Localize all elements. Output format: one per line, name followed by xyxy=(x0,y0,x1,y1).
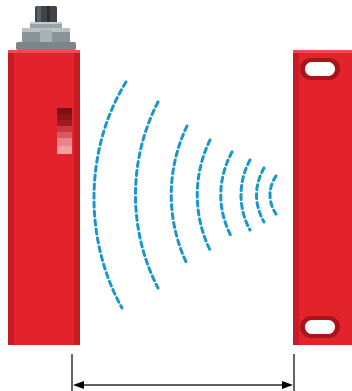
led-indicator xyxy=(57,108,72,154)
signal-wave-icon xyxy=(92,80,278,310)
actuator-body-icon xyxy=(293,50,352,345)
sensor-body-icon xyxy=(8,50,80,345)
dimension-arrow-icon xyxy=(71,354,295,391)
cable-connector-icon xyxy=(16,6,76,50)
